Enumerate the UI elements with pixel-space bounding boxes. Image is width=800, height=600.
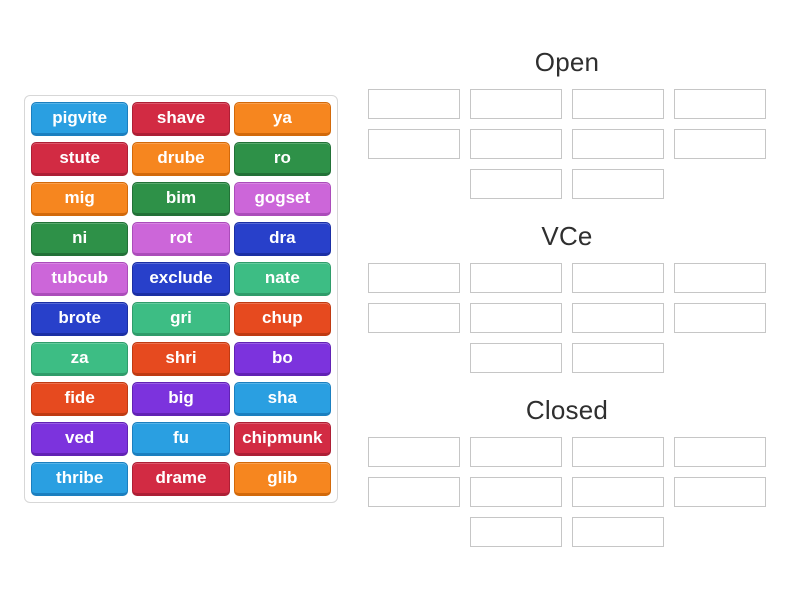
drop-slot[interactable] xyxy=(368,263,460,293)
drop-slot[interactable] xyxy=(674,437,766,467)
drop-slot[interactable] xyxy=(572,437,664,467)
drop-slot[interactable] xyxy=(470,129,562,159)
word-tile-thribe[interactable]: thribe xyxy=(31,462,129,496)
drop-slot[interactable] xyxy=(572,477,664,507)
word-tile-sha[interactable]: sha xyxy=(233,382,331,416)
drop-slot[interactable] xyxy=(470,437,562,467)
word-tile-gogset[interactable]: gogset xyxy=(233,182,331,216)
word-tile-pigvite[interactable]: pigvite xyxy=(31,102,129,136)
drop-slot[interactable] xyxy=(674,263,766,293)
word-tile-drube[interactable]: drube xyxy=(132,142,230,176)
word-tile-tubcub[interactable]: tubcub xyxy=(31,262,129,296)
drop-slot[interactable] xyxy=(470,169,562,199)
word-tile-chup[interactable]: chup xyxy=(233,302,331,336)
word-tile-ro[interactable]: ro xyxy=(233,142,331,176)
group-title-vce: VCe xyxy=(541,221,593,251)
group-title-open: Open xyxy=(534,47,600,77)
word-tile-mig[interactable]: mig xyxy=(31,182,129,216)
drop-slot[interactable] xyxy=(470,343,562,373)
drop-slot[interactable] xyxy=(674,129,766,159)
drop-slot[interactable] xyxy=(572,517,664,547)
word-tile-fide[interactable]: fide xyxy=(31,382,129,416)
word-tile-nate[interactable]: nate xyxy=(233,262,331,296)
word-tile-chipmunk[interactable]: chipmunk xyxy=(233,422,331,456)
word-tile-fu[interactable]: fu xyxy=(132,422,230,456)
group-title-closed: Closed xyxy=(525,395,609,425)
group-closed: Closed xyxy=(368,395,766,547)
drop-slot[interactable] xyxy=(470,89,562,119)
word-tile-glib[interactable]: glib xyxy=(233,462,331,496)
word-tile-shave[interactable]: shave xyxy=(132,102,230,136)
drop-slot[interactable] xyxy=(572,89,664,119)
drop-slot[interactable] xyxy=(368,89,460,119)
drop-slot[interactable] xyxy=(368,303,460,333)
slot-grid xyxy=(368,89,766,199)
drop-slot[interactable] xyxy=(470,517,562,547)
word-tile-ved[interactable]: ved xyxy=(31,422,129,456)
drop-slot[interactable] xyxy=(674,89,766,119)
word-tile-dra[interactable]: dra xyxy=(233,222,331,256)
drop-slot[interactable] xyxy=(368,129,460,159)
drop-slot[interactable] xyxy=(572,169,664,199)
drop-slot[interactable] xyxy=(572,263,664,293)
word-tile-ya[interactable]: ya xyxy=(233,102,331,136)
drop-slot[interactable] xyxy=(470,263,562,293)
word-tile-shri[interactable]: shri xyxy=(132,342,230,376)
slot-grid xyxy=(368,437,766,547)
word-tile-bo[interactable]: bo xyxy=(233,342,331,376)
word-tile-rot[interactable]: rot xyxy=(132,222,230,256)
drop-slot[interactable] xyxy=(572,343,664,373)
drop-slot[interactable] xyxy=(470,477,562,507)
drop-slot[interactable] xyxy=(470,303,562,333)
drop-slot[interactable] xyxy=(368,477,460,507)
word-tile-za[interactable]: za xyxy=(31,342,129,376)
drop-slot[interactable] xyxy=(674,477,766,507)
word-tile-ni[interactable]: ni xyxy=(31,222,129,256)
word-tile-big[interactable]: big xyxy=(132,382,230,416)
slot-grid xyxy=(368,263,766,373)
word-tile-exclude[interactable]: exclude xyxy=(132,262,230,296)
word-tile-bim[interactable]: bim xyxy=(132,182,230,216)
word-tile-stute[interactable]: stute xyxy=(31,142,129,176)
group-vce: VCe xyxy=(368,221,766,373)
drop-slot[interactable] xyxy=(572,129,664,159)
drop-slot[interactable] xyxy=(674,303,766,333)
word-tile-brote[interactable]: brote xyxy=(31,302,129,336)
word-tile-drame[interactable]: drame xyxy=(132,462,230,496)
group-open: Open xyxy=(368,47,766,199)
drop-slot[interactable] xyxy=(368,437,460,467)
word-tile-gri[interactable]: gri xyxy=(132,302,230,336)
drop-slot[interactable] xyxy=(572,303,664,333)
